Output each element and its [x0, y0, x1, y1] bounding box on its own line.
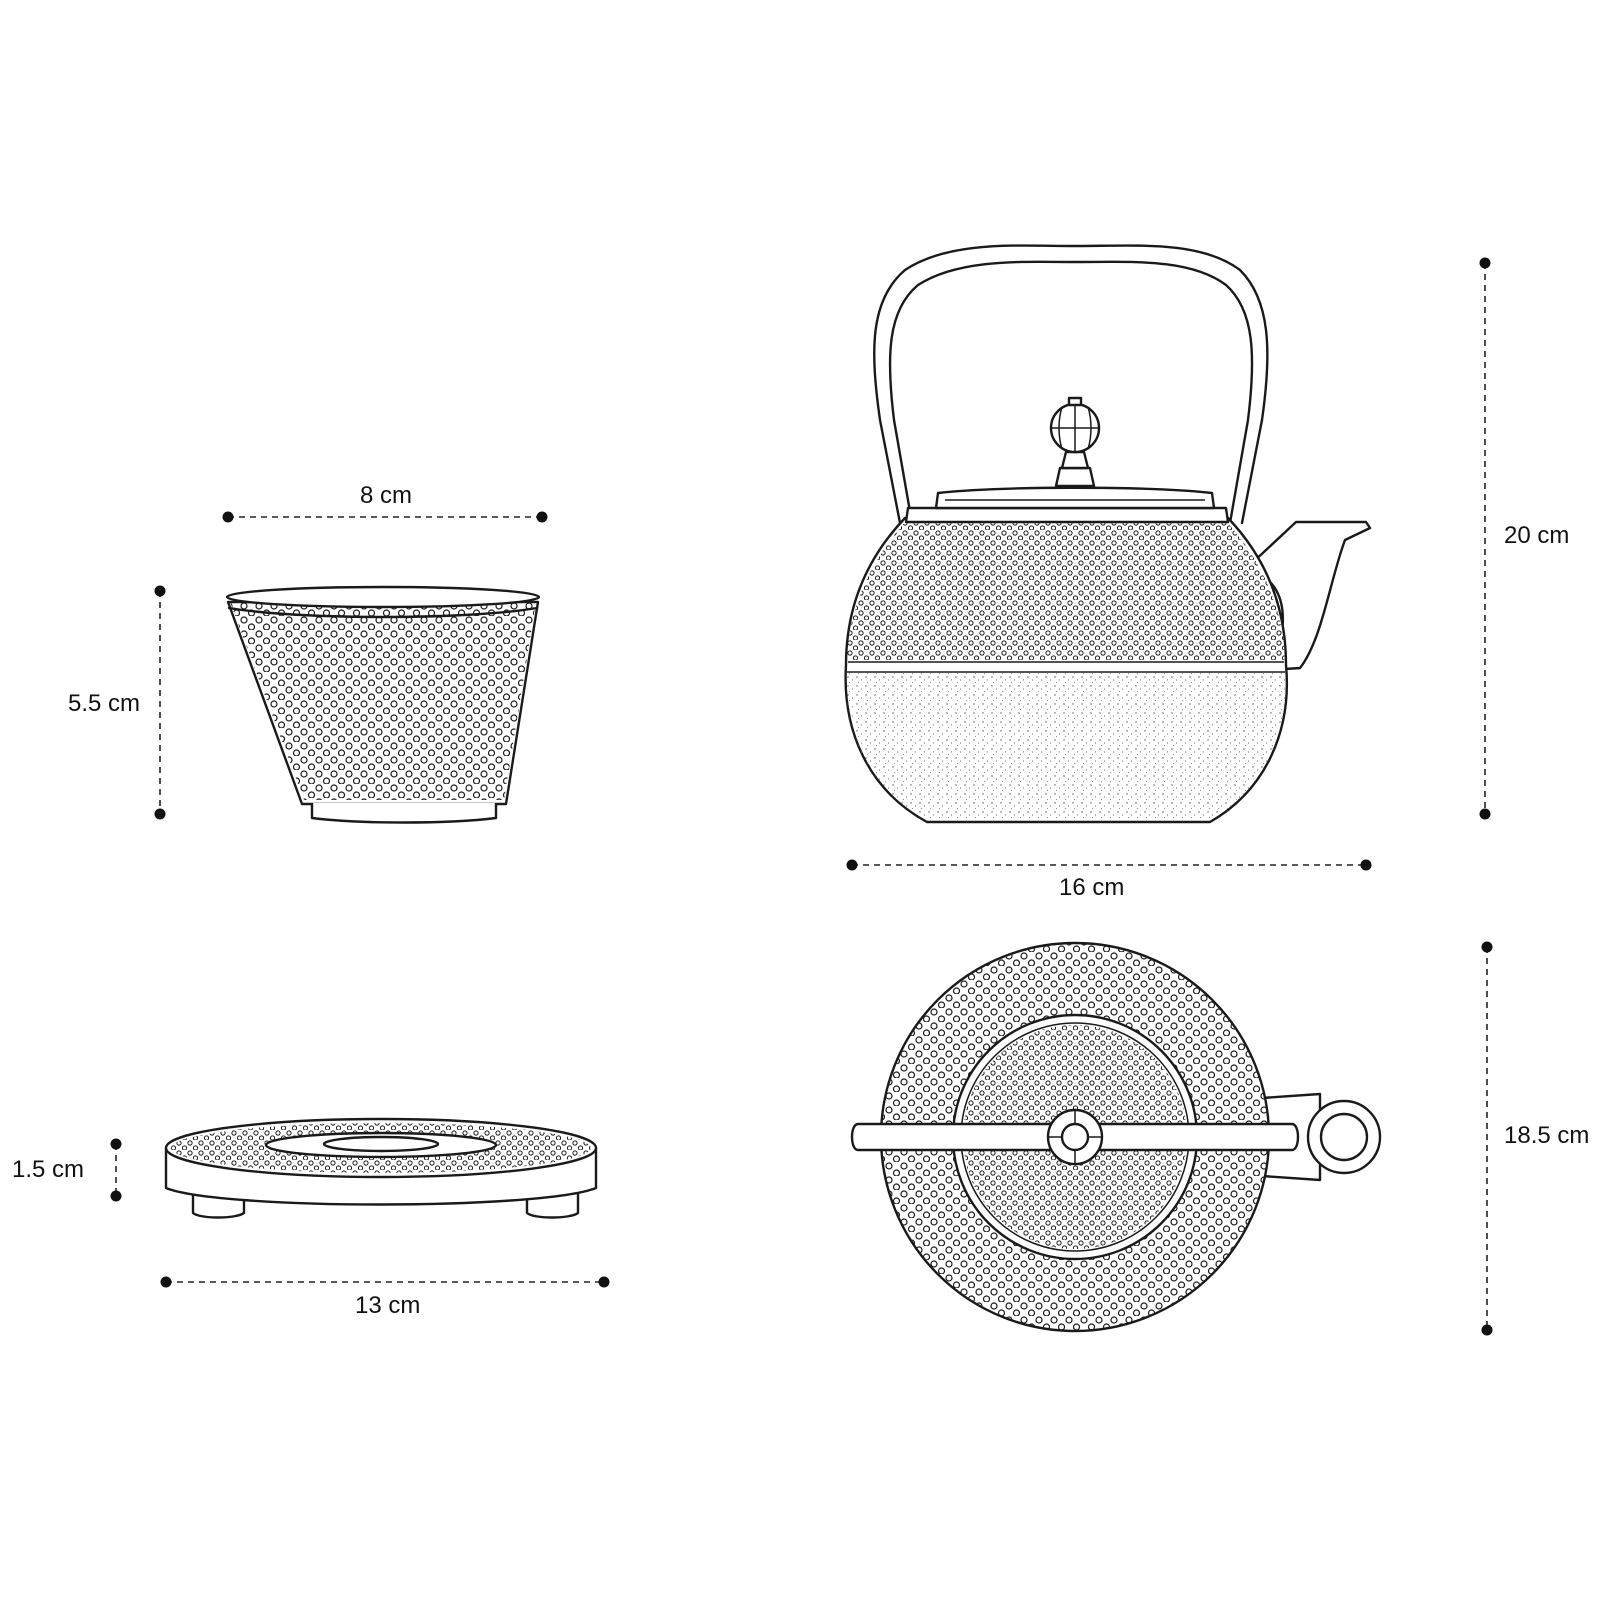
teapot-top-depth-label: 18.5 cm: [1504, 1122, 1590, 1149]
cup-width-label: 8 cm: [360, 482, 413, 509]
teapot-height-label: 20 cm: [1504, 522, 1570, 549]
trivet-illustration: [164, 1117, 598, 1219]
cup-height-label: 5.5 cm: [68, 690, 141, 717]
trivet-height-label: 1.5 cm: [12, 1156, 85, 1183]
teapot-top-illustration: [850, 941, 1382, 1333]
trivet-width-label: 13 cm: [355, 1292, 421, 1319]
tea-cup-illustration: [225, 585, 541, 824]
dimension-lines: [110, 257, 1493, 1336]
teapot-width-label: 16 cm: [1059, 874, 1125, 901]
teapot-side-illustration: [844, 244, 1372, 824]
